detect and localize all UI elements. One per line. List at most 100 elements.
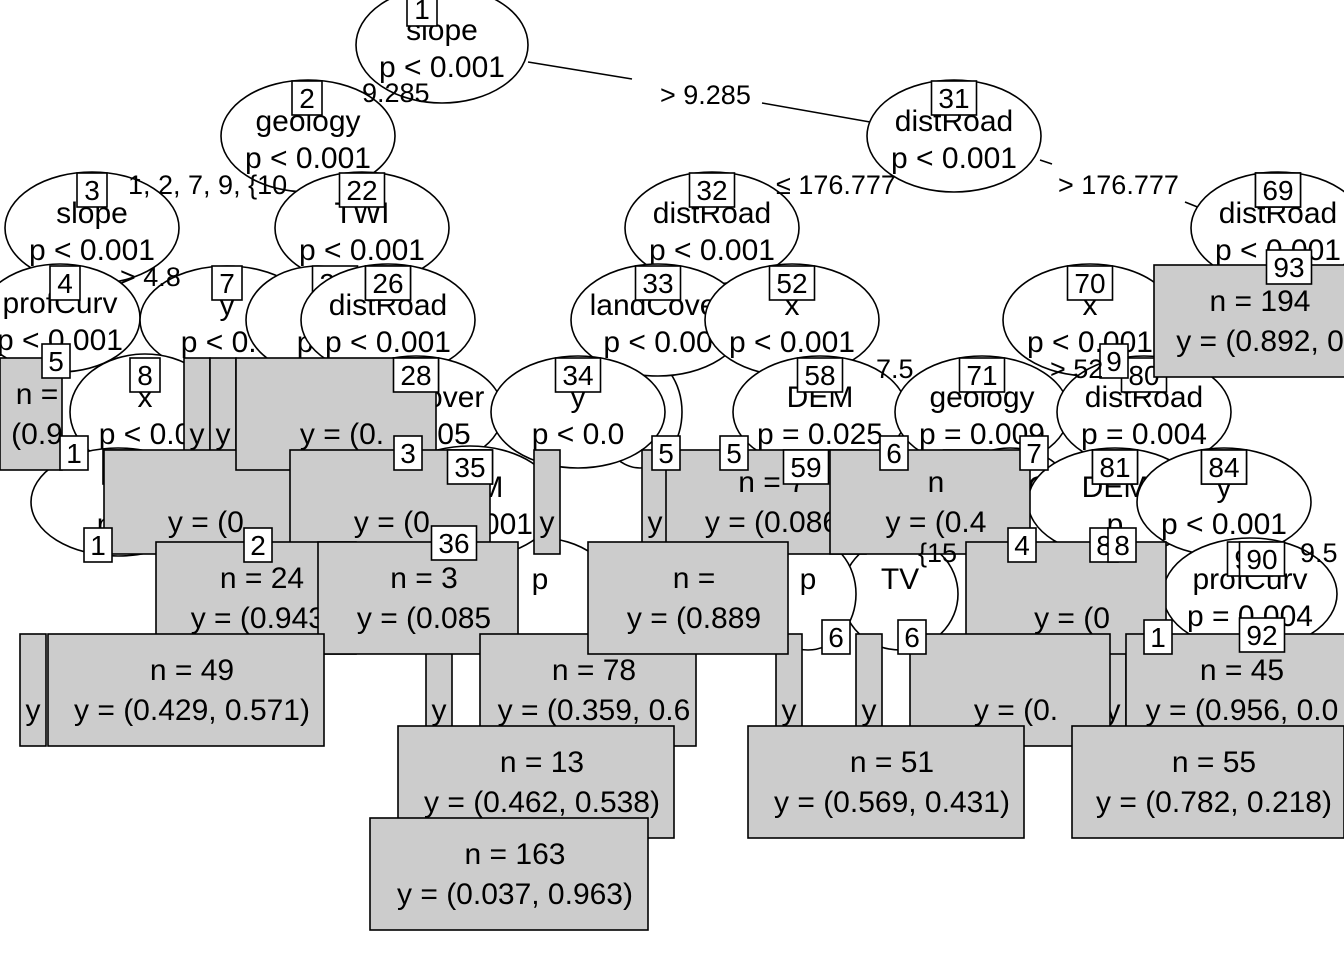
node-70-id-box bbox=[1066, 265, 1114, 301]
node-id-box-top bbox=[1254, 172, 1302, 208]
node-31-id-box bbox=[930, 80, 978, 116]
node-3-id: 3 bbox=[84, 175, 100, 206]
edge-label: 1, 2, 7, 9, {10 bbox=[128, 170, 287, 200]
node-32-id-box bbox=[688, 172, 736, 208]
leaf-93-panel bbox=[1153, 264, 1344, 378]
stacked-leaf-mark: y bbox=[648, 506, 663, 539]
edge-1-31b bbox=[761, 102, 871, 123]
edge-label: > 9.285 bbox=[660, 80, 751, 110]
stacked-leaf-mark: y bbox=[540, 506, 555, 539]
node-4-id-box bbox=[49, 265, 81, 301]
node-1-ellipse bbox=[355, 0, 529, 104]
stacked-leaf-edge bbox=[19, 633, 47, 747]
stacked-leaf-mark: y bbox=[782, 694, 797, 727]
node-52-id: 52 bbox=[776, 268, 807, 299]
partial-id-label: 1 bbox=[66, 438, 82, 469]
node-22-id-box bbox=[338, 172, 386, 208]
node-71-id-box bbox=[958, 357, 1006, 393]
node-id-box-top bbox=[364, 265, 412, 301]
node-31-pvalue: p < 0.001 bbox=[891, 142, 1017, 175]
edge-31-69 bbox=[1039, 159, 1053, 165]
edge-label: > 176.777 bbox=[1058, 170, 1179, 200]
node-31-ellipse bbox=[866, 79, 1042, 193]
partial-id-label: 4 bbox=[1014, 530, 1030, 561]
node-id-box-top bbox=[392, 357, 440, 393]
node-id-top: 90 bbox=[1246, 544, 1277, 575]
leaf-78-y: y = (0. bbox=[974, 694, 1058, 727]
node-id-box-top bbox=[1238, 617, 1286, 653]
partial-id-label: 1 bbox=[1150, 622, 1166, 653]
node-58-pvalue: p = 0.025 bbox=[757, 418, 883, 451]
leaf-86-y: y = (0.782, 0.218) bbox=[1096, 786, 1332, 819]
leaf-92-y: y = (0.956, 0.0 bbox=[1146, 694, 1339, 727]
partial-id-label: 5 bbox=[658, 438, 674, 469]
node-26-pvalue: p < 0.001 bbox=[325, 326, 451, 359]
leaf-11-y: y = (0.943, bbox=[191, 602, 334, 635]
node-34-id: 34 bbox=[562, 360, 593, 391]
partial-node-label: p bbox=[800, 563, 817, 596]
node-1-id-box bbox=[406, 0, 438, 27]
node-id-top: 35 bbox=[454, 452, 485, 483]
leaf-55-y: y = (0.889 bbox=[627, 602, 761, 635]
edge-label: 9.5 bbox=[1300, 538, 1338, 568]
edge-1-31 bbox=[527, 61, 633, 80]
leaf-6x-panel bbox=[829, 449, 1031, 555]
node-80-pvalue: p = 0.004 bbox=[1081, 418, 1207, 451]
partial-id-box bbox=[879, 435, 909, 471]
node-34-ellipse bbox=[490, 355, 666, 469]
leaf-93-n: n = 194 bbox=[1210, 285, 1311, 318]
partial-id-box bbox=[651, 435, 681, 471]
leaf-6-y: y = (0. bbox=[168, 506, 252, 539]
node-2-id: 2 bbox=[299, 83, 315, 114]
edge-label: {15 bbox=[918, 538, 957, 568]
node-22-id: 22 bbox=[346, 175, 377, 206]
node-84-pvalue: p < 0.001 bbox=[1161, 508, 1287, 541]
node-70-pvalue: p < 0.001 bbox=[1027, 326, 1153, 359]
node-id-box-top bbox=[1238, 541, 1286, 577]
node-3-pvalue: p < 0.001 bbox=[29, 234, 155, 267]
stacked-leaf-edge bbox=[533, 449, 561, 555]
node-1-id: 1 bbox=[414, 0, 430, 25]
edge-label: > 4.8 bbox=[120, 262, 181, 292]
stacked-leaf-mark: y bbox=[216, 418, 231, 451]
node-8-id: 8 bbox=[137, 360, 153, 391]
node-8-id-box bbox=[129, 357, 161, 393]
edge-label: > 52 bbox=[1050, 354, 1103, 384]
node-id-box-top bbox=[1091, 449, 1139, 485]
node-34-id-box bbox=[554, 357, 602, 393]
node-id-top: 26 bbox=[372, 268, 403, 299]
partial-id-label: 6 bbox=[828, 622, 844, 653]
node-4-id: 4 bbox=[57, 268, 73, 299]
leaf-27-y: y = (0. bbox=[300, 418, 384, 451]
leaf-16-y: y = (0 bbox=[1034, 602, 1110, 635]
partial-node-label: TV bbox=[881, 563, 919, 596]
stacked-leaf-mark: y bbox=[432, 694, 447, 727]
node-id-top: 92 bbox=[1246, 620, 1277, 651]
node-id-box-top bbox=[1265, 249, 1313, 285]
partial-id-box bbox=[1019, 435, 1049, 471]
partial-id-label: 5 bbox=[48, 346, 64, 377]
node-58-id-box bbox=[796, 357, 844, 393]
node-22-pvalue: p < 0.001 bbox=[299, 234, 425, 267]
node-52-pvalue: p < 0.001 bbox=[729, 326, 855, 359]
node-id-top: 69 bbox=[1262, 175, 1293, 206]
leaf-36-n: n = 3 bbox=[390, 562, 458, 595]
node-58-id: 58 bbox=[804, 360, 835, 391]
node-id-top: 59 bbox=[790, 452, 821, 483]
edge-label: 7.5 bbox=[876, 354, 914, 384]
node-32-id: 32 bbox=[696, 175, 727, 206]
leaf-86-panel bbox=[1071, 725, 1344, 839]
node-id-top: 36 bbox=[438, 528, 469, 559]
leaf-5-n: n = bbox=[16, 378, 59, 411]
leaf-59-y: y = (0.086 bbox=[705, 506, 839, 539]
leaf-64-panel bbox=[747, 725, 1025, 839]
node-70-id: 70 bbox=[1074, 268, 1105, 299]
leaf-37-y: y = (0.359, 0.6 bbox=[498, 694, 691, 727]
partial-id-box bbox=[1143, 619, 1173, 655]
partial-id-box bbox=[243, 527, 273, 563]
leaf-37-n: n = 78 bbox=[552, 654, 636, 687]
node-7-id-box bbox=[211, 265, 243, 301]
